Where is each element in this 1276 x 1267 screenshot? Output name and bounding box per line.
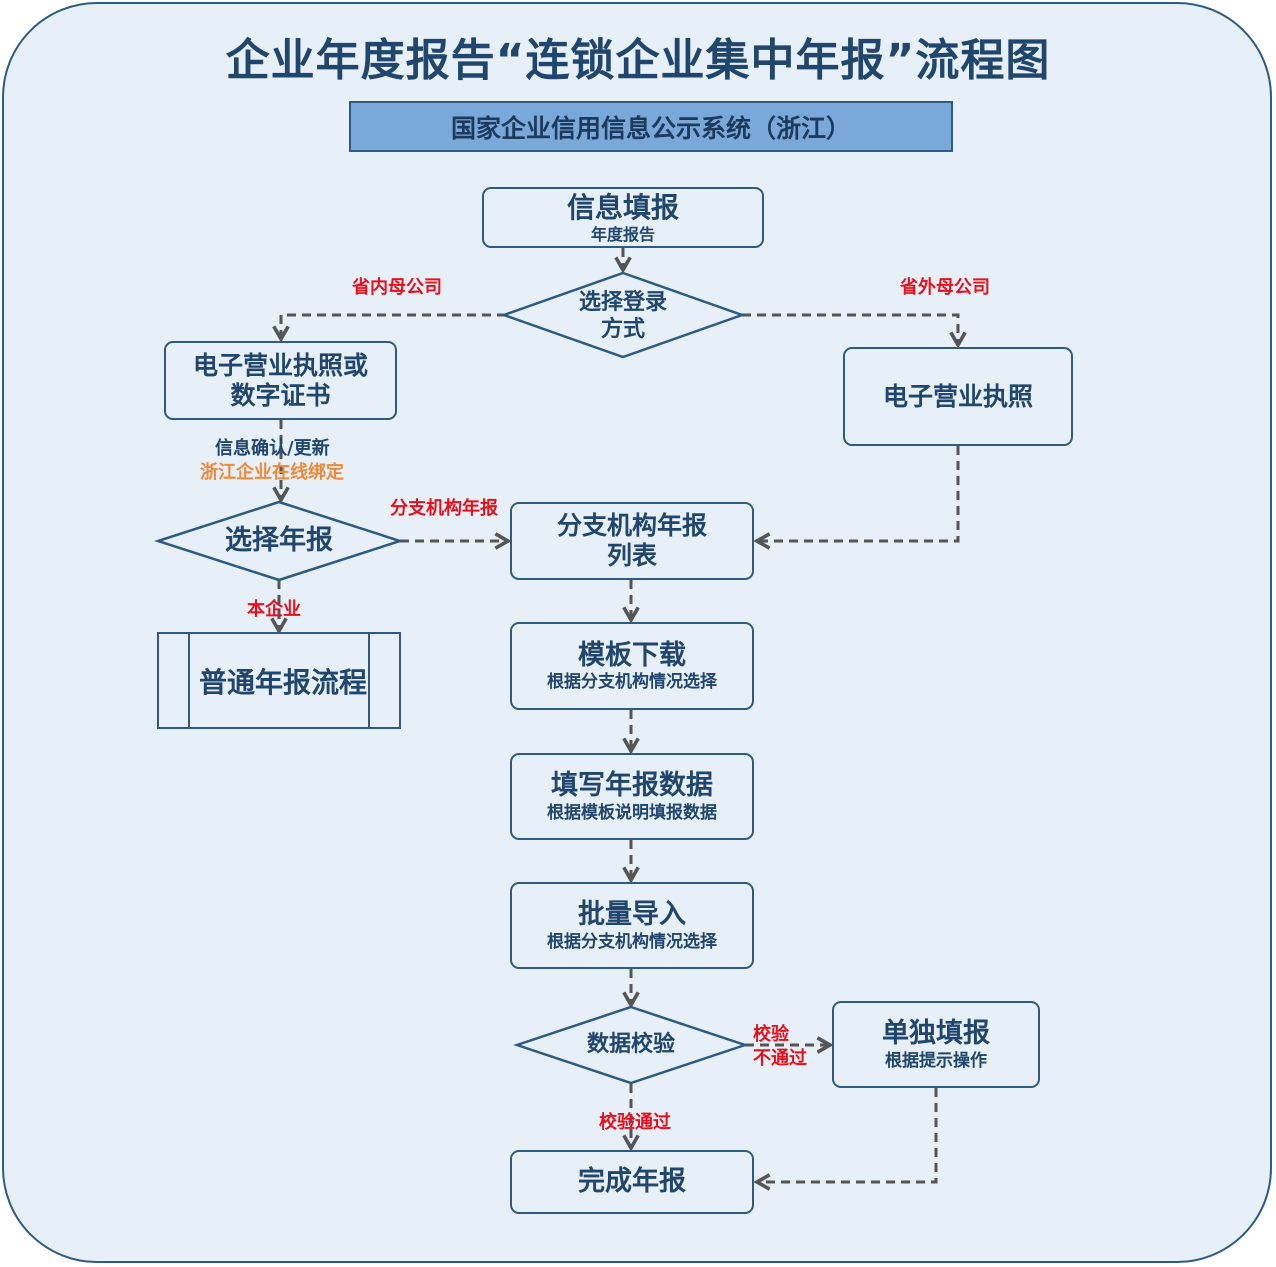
node-license: 电子营业执照 [843,347,1073,446]
license-or-cert-line1: 电子营业执照或 [192,350,368,380]
edge-login-to-cert [272,313,506,343]
normal-flow-title: 普通年报流程 [198,665,367,699]
diamond-choose-login [500,271,746,359]
complete-title: 完成年报 [578,1165,686,1197]
batch-import-title: 批量导入 [578,899,686,931]
single-fill-title: 单独填报 [882,1018,990,1050]
normal-flow-left-bar [188,634,190,727]
node-template-download: 模板下载 根据分支机构情况选择 [510,622,754,710]
node-batch-import: 批量导入 根据分支机构情况选择 [510,882,754,969]
node-single-fill: 单独填报 根据提示操作 [832,1001,1040,1088]
label-own-company: 本企业 [247,599,301,620]
label-zj-bind: 浙江企业在线绑定 [200,462,344,483]
label-info-confirm: 信息确认/更新 [215,438,330,459]
label-check-fail-2: 不通过 [753,1048,807,1069]
batch-import-sub: 根据分支机构情况选择 [547,931,717,952]
diamond-choose-report [153,500,405,582]
diamond-data-check-text: 数据校验 [560,1028,702,1062]
node-branch-list: 分支机构年报 列表 [510,502,754,580]
node-info-fill-sub: 年度报告 [590,224,655,244]
normal-flow-right-bar [368,634,370,727]
template-download-title: 模板下载 [578,639,686,671]
node-info-fill-title: 信息填报 [566,191,679,225]
edge-single-to-complete [753,1088,938,1191]
template-download-sub: 根据分支机构情况选择 [547,672,717,692]
node-normal-flow: 普通年报流程 [157,632,401,729]
fill-data-sub: 根据模板说明填报数据 [547,802,717,823]
label-check-pass: 校验通过 [599,1112,671,1133]
branch-list-line2: 列表 [606,541,657,570]
label-check-fail-1: 校验 [753,1024,789,1045]
page-title: 企业年度报告“连锁企业集中年报”流程图 [225,35,1051,86]
choose-login-line2: 方式 [600,317,645,342]
node-fill-data: 填写年报数据 根据模板说明填报数据 [510,753,754,840]
data-check-title: 数据校验 [586,1032,675,1058]
diamond-choose-login-text: 选择登录 方式 [540,288,706,344]
label-out-province: 省外母公司 [900,277,990,298]
branch-list-line1: 分支机构年报 [556,511,707,540]
choose-report-title: 选择年报 [225,525,333,557]
edge-login-to-license [742,313,967,349]
diamond-choose-report-text: 选择年报 [190,520,368,562]
fill-data-title: 填写年报数据 [551,770,713,802]
edge-license-to-branch [753,446,960,550]
license-title: 电子营业执照 [882,381,1033,411]
label-branch-report: 分支机构年报 [390,498,498,519]
node-license-or-cert: 电子营业执照或 数字证书 [164,341,397,420]
label-in-province: 省内母公司 [352,277,442,298]
node-complete: 完成年报 [510,1150,754,1214]
subtitle-banner: 国家企业信用信息公示系统（浙江） [349,101,953,152]
node-info-fill: 信息填报 年度报告 [482,187,764,248]
single-fill-sub: 根据提示操作 [885,1050,987,1071]
license-or-cert-line2: 数字证书 [230,380,331,410]
diamond-data-check [513,1005,749,1085]
choose-login-line1: 选择登录 [578,289,667,315]
